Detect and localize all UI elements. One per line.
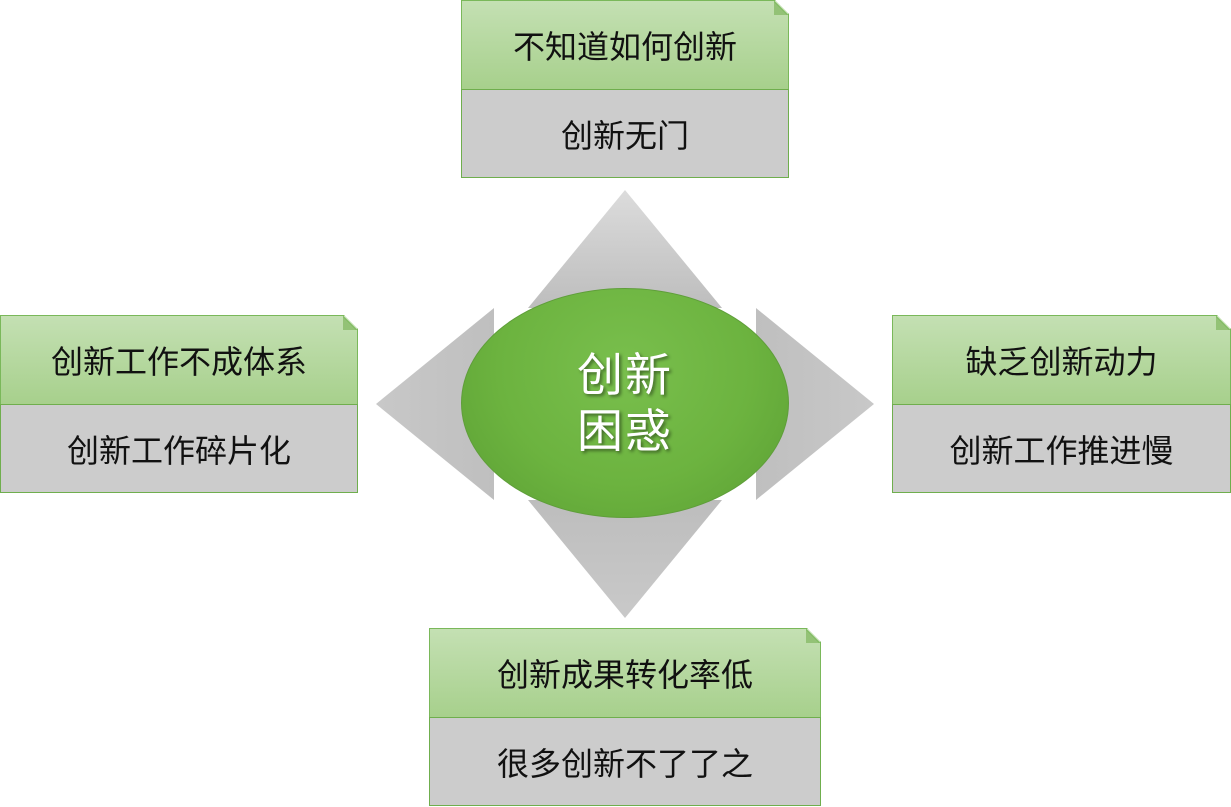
card-bottom-body: 很多创新不了了之 <box>429 717 821 806</box>
card-left: 创新工作不成体系 创新工作碎片化 <box>0 315 358 493</box>
card-right-header: 缺乏创新动力 <box>892 315 1231 404</box>
card-left-body: 创新工作碎片化 <box>0 404 358 493</box>
card-right-body: 创新工作推进慢 <box>892 404 1231 493</box>
center-title-line1: 创新 <box>577 348 673 402</box>
card-bottom: 创新成果转化率低 很多创新不了了之 <box>429 628 821 806</box>
card-top-body: 创新无门 <box>461 89 789 178</box>
arrow-right <box>756 308 874 500</box>
center-title-line2: 困惑 <box>577 404 673 458</box>
card-left-header: 创新工作不成体系 <box>0 315 358 404</box>
center-ellipse: 创新 困惑 <box>461 288 789 518</box>
card-right: 缺乏创新动力 创新工作推进慢 <box>892 315 1231 493</box>
card-top: 不知道如何创新 创新无门 <box>461 0 789 178</box>
card-bottom-header: 创新成果转化率低 <box>429 628 821 717</box>
arrow-up <box>528 190 722 308</box>
arrow-down <box>528 500 722 618</box>
card-top-header: 不知道如何创新 <box>461 0 789 89</box>
arrow-left <box>376 308 494 500</box>
